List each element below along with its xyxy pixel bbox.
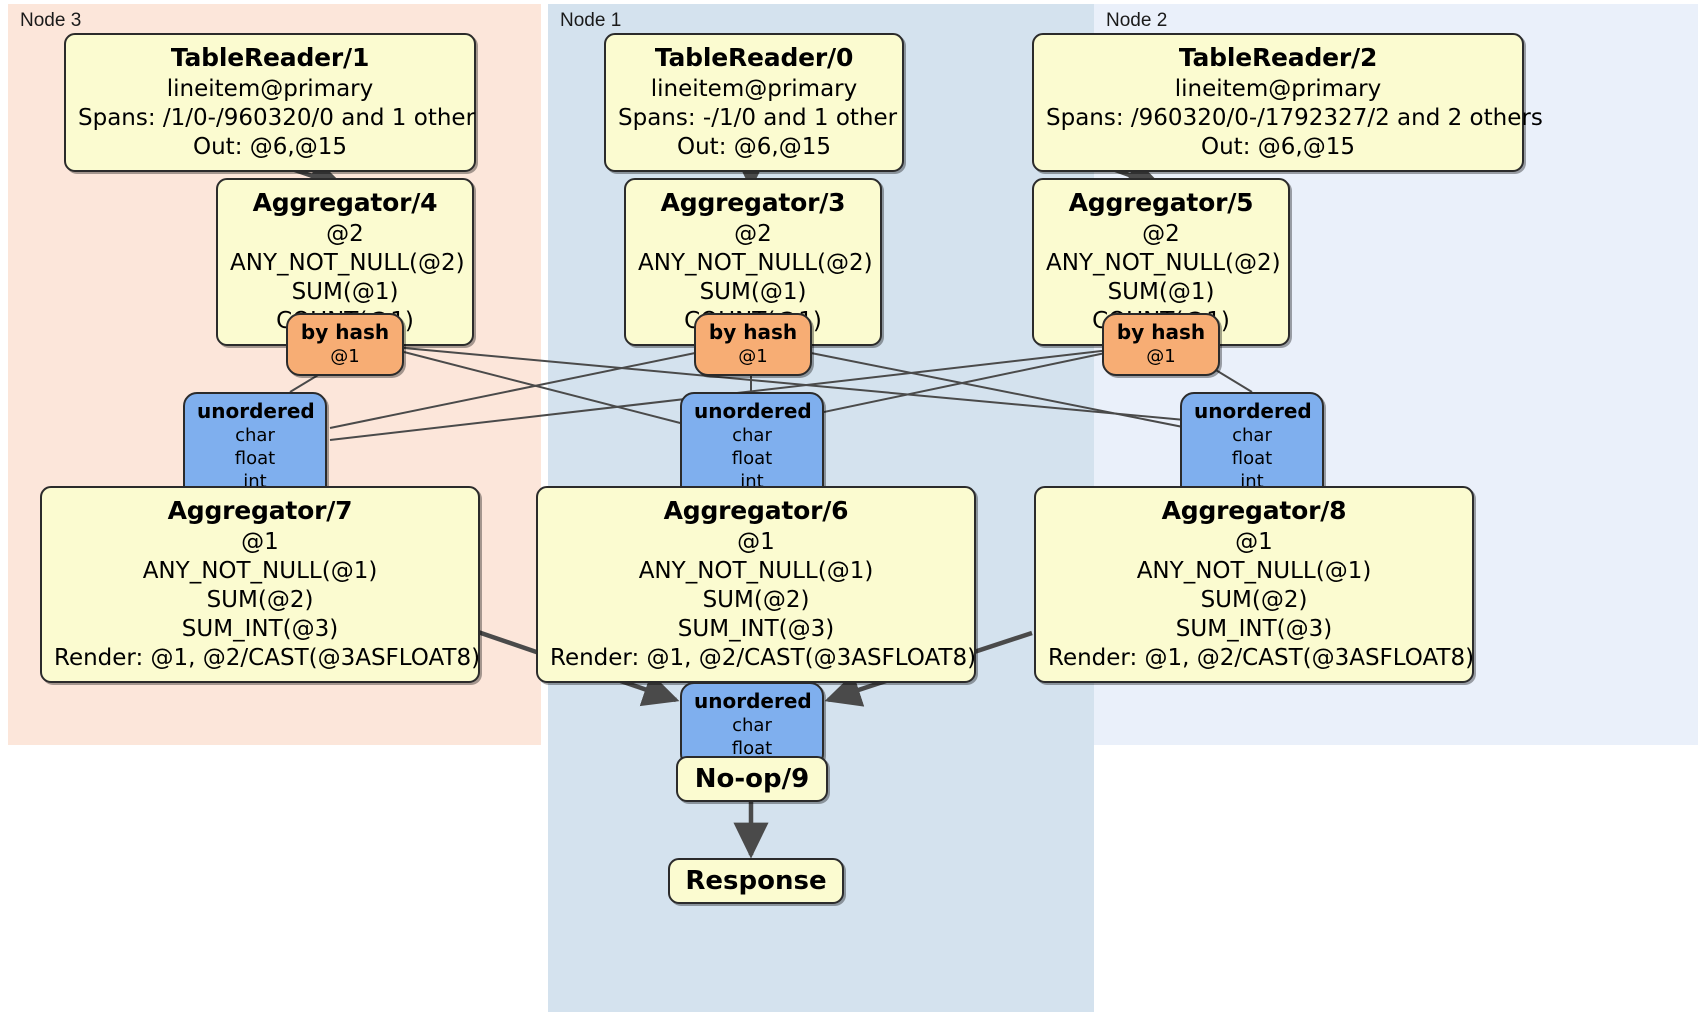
router-line: char xyxy=(732,715,772,736)
router-by-hash-right[interactable]: by hash @1 xyxy=(1102,313,1220,376)
router-title: by hash xyxy=(708,320,798,344)
router-line: float xyxy=(1231,448,1273,469)
router-unordered-left[interactable]: unordered char float int xyxy=(183,392,327,501)
processor-line: @1 xyxy=(241,529,279,555)
processor-line: lineitem@primary xyxy=(650,76,858,102)
router-line: float xyxy=(731,448,773,469)
processor-title: Aggregator/3 xyxy=(660,188,846,217)
processor-line: Render: @1, @2/CAST(@3ASFLOAT8) xyxy=(54,645,481,671)
processor-line: Spans: /960320/0-/1792327/2 and 2 others xyxy=(1046,105,1543,131)
router-unordered-right[interactable]: unordered char float int xyxy=(1180,392,1324,501)
processor-line: Out: @6,@15 xyxy=(677,134,831,160)
processor-line: SUM(@1) xyxy=(1107,279,1215,305)
processor-line: ANY_NOT_NULL(@1) xyxy=(1136,558,1372,584)
router-line: char xyxy=(732,425,772,446)
processor-line: @2 xyxy=(734,221,772,247)
router-line: @1 xyxy=(738,346,768,367)
processor-line: Out: @6,@15 xyxy=(1201,134,1355,160)
processor-no-op-9[interactable]: No-op/9 xyxy=(676,756,828,802)
processor-title: TableReader/2 xyxy=(1178,43,1378,72)
router-line: @1 xyxy=(1146,346,1176,367)
processor-title: Aggregator/8 xyxy=(1161,496,1347,525)
processor-aggregator-5[interactable]: Aggregator/5 @2 ANY_NOT_NULL(@2) SUM(@1)… xyxy=(1032,178,1290,346)
router-title: by hash xyxy=(1116,320,1206,344)
processor-title: Aggregator/6 xyxy=(663,496,849,525)
processor-line: SUM(@1) xyxy=(291,279,399,305)
processor-tablereader-1[interactable]: TableReader/1 lineitem@primary Spans: /1… xyxy=(64,33,476,172)
router-title: unordered xyxy=(1194,399,1312,423)
processor-aggregator-7[interactable]: Aggregator/7 @1 ANY_NOT_NULL(@1) SUM(@2)… xyxy=(40,486,480,683)
processor-title: TableReader/1 xyxy=(170,43,370,72)
processor-line: lineitem@primary xyxy=(166,76,374,102)
processor-line: SUM(@2) xyxy=(206,587,314,613)
processor-line: Render: @1, @2/CAST(@3ASFLOAT8) xyxy=(550,645,977,671)
router-title: unordered xyxy=(197,399,315,423)
router-unordered-final[interactable]: unordered char float xyxy=(680,682,824,768)
processor-line: @1 xyxy=(1235,529,1273,555)
node-region-label: Node 1 xyxy=(560,10,622,31)
processor-line: Spans: -/1/0 and 1 other xyxy=(618,105,898,131)
processor-title: TableReader/0 xyxy=(654,43,854,72)
router-title: unordered xyxy=(694,399,812,423)
processor-line: ANY_NOT_NULL(@2) xyxy=(638,250,873,276)
processor-line: SUM(@2) xyxy=(1200,587,1308,613)
processor-line: lineitem@primary xyxy=(1174,76,1382,102)
processor-line: Out: @6,@15 xyxy=(193,134,347,160)
processor-line: SUM_INT(@3) xyxy=(181,616,339,642)
processor-line: @2 xyxy=(1142,221,1180,247)
processor-line: @1 xyxy=(737,529,775,555)
router-title: unordered xyxy=(694,689,812,713)
processor-line: Render: @1, @2/CAST(@3ASFLOAT8) xyxy=(1048,645,1475,671)
processor-line: ANY_NOT_NULL(@2) xyxy=(1046,250,1281,276)
router-by-hash-left[interactable]: by hash @1 xyxy=(286,313,404,376)
processor-line: ANY_NOT_NULL(@1) xyxy=(638,558,874,584)
processor-line: @2 xyxy=(326,221,364,247)
processor-title: No-op/9 xyxy=(694,764,810,794)
processor-line: Spans: /1/0-/960320/0 and 1 other xyxy=(78,105,476,131)
processor-line: SUM_INT(@3) xyxy=(1175,616,1333,642)
processor-title: Aggregator/4 xyxy=(252,188,438,217)
router-title: by hash xyxy=(300,320,390,344)
processor-title: Response xyxy=(685,866,827,896)
processor-tablereader-0[interactable]: TableReader/0 lineitem@primary Spans: -/… xyxy=(604,33,904,172)
router-line: float xyxy=(731,738,773,759)
processor-aggregator-8[interactable]: Aggregator/8 @1 ANY_NOT_NULL(@1) SUM(@2)… xyxy=(1034,486,1474,683)
processor-line: SUM(@1) xyxy=(699,279,807,305)
processor-line: ANY_NOT_NULL(@2) xyxy=(230,250,465,276)
processor-title: Aggregator/7 xyxy=(167,496,353,525)
router-line: float xyxy=(234,448,276,469)
router-line: char xyxy=(235,425,275,446)
processor-response[interactable]: Response xyxy=(668,858,844,904)
processor-title: Aggregator/5 xyxy=(1068,188,1254,217)
node-region-label: Node 2 xyxy=(1106,10,1168,31)
router-unordered-center[interactable]: unordered char float int xyxy=(680,392,824,501)
node-region-label: Node 3 xyxy=(20,10,82,31)
processor-line: ANY_NOT_NULL(@1) xyxy=(142,558,378,584)
processor-aggregator-6[interactable]: Aggregator/6 @1 ANY_NOT_NULL(@1) SUM(@2)… xyxy=(536,486,976,683)
router-line: @1 xyxy=(330,346,360,367)
processor-tablereader-2[interactable]: TableReader/2 lineitem@primary Spans: /9… xyxy=(1032,33,1543,172)
router-by-hash-center[interactable]: by hash @1 xyxy=(694,313,812,376)
processor-line: SUM(@2) xyxy=(702,587,810,613)
router-line: char xyxy=(1232,425,1272,446)
processor-line: SUM_INT(@3) xyxy=(677,616,835,642)
